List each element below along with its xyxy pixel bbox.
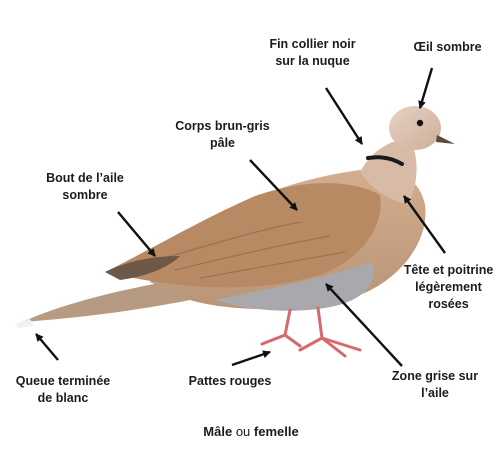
arrow-legs bbox=[232, 352, 270, 365]
red-legs bbox=[262, 308, 360, 356]
arrow-wingtip bbox=[118, 212, 155, 256]
label-grey: Zone grise sur l’aile bbox=[375, 368, 495, 402]
caption-or: ou bbox=[236, 424, 250, 439]
eye-icon bbox=[417, 120, 423, 126]
arrow-grey bbox=[326, 284, 402, 366]
caption-female: femelle bbox=[254, 424, 299, 439]
arrow-collar bbox=[326, 88, 362, 144]
label-body: Corps brun-gris pâle bbox=[160, 118, 285, 152]
label-legs: Pattes rouges bbox=[170, 373, 290, 390]
label-eye: Œil sombre bbox=[400, 39, 495, 56]
label-head: Tête et poitrine légèrement rosées bbox=[395, 262, 502, 313]
label-wingtip: Bout de l’aile sombre bbox=[25, 170, 145, 204]
arrow-tail bbox=[36, 334, 58, 360]
caption-male: Mâle bbox=[203, 424, 232, 439]
caption: Mâle ou femelle bbox=[0, 424, 502, 439]
label-collar: Fin collier noir sur la nuque bbox=[250, 36, 375, 70]
beak bbox=[436, 135, 455, 144]
label-tail: Queue terminée de blanc bbox=[4, 373, 122, 407]
arrow-eye bbox=[420, 68, 432, 108]
head bbox=[389, 106, 441, 150]
